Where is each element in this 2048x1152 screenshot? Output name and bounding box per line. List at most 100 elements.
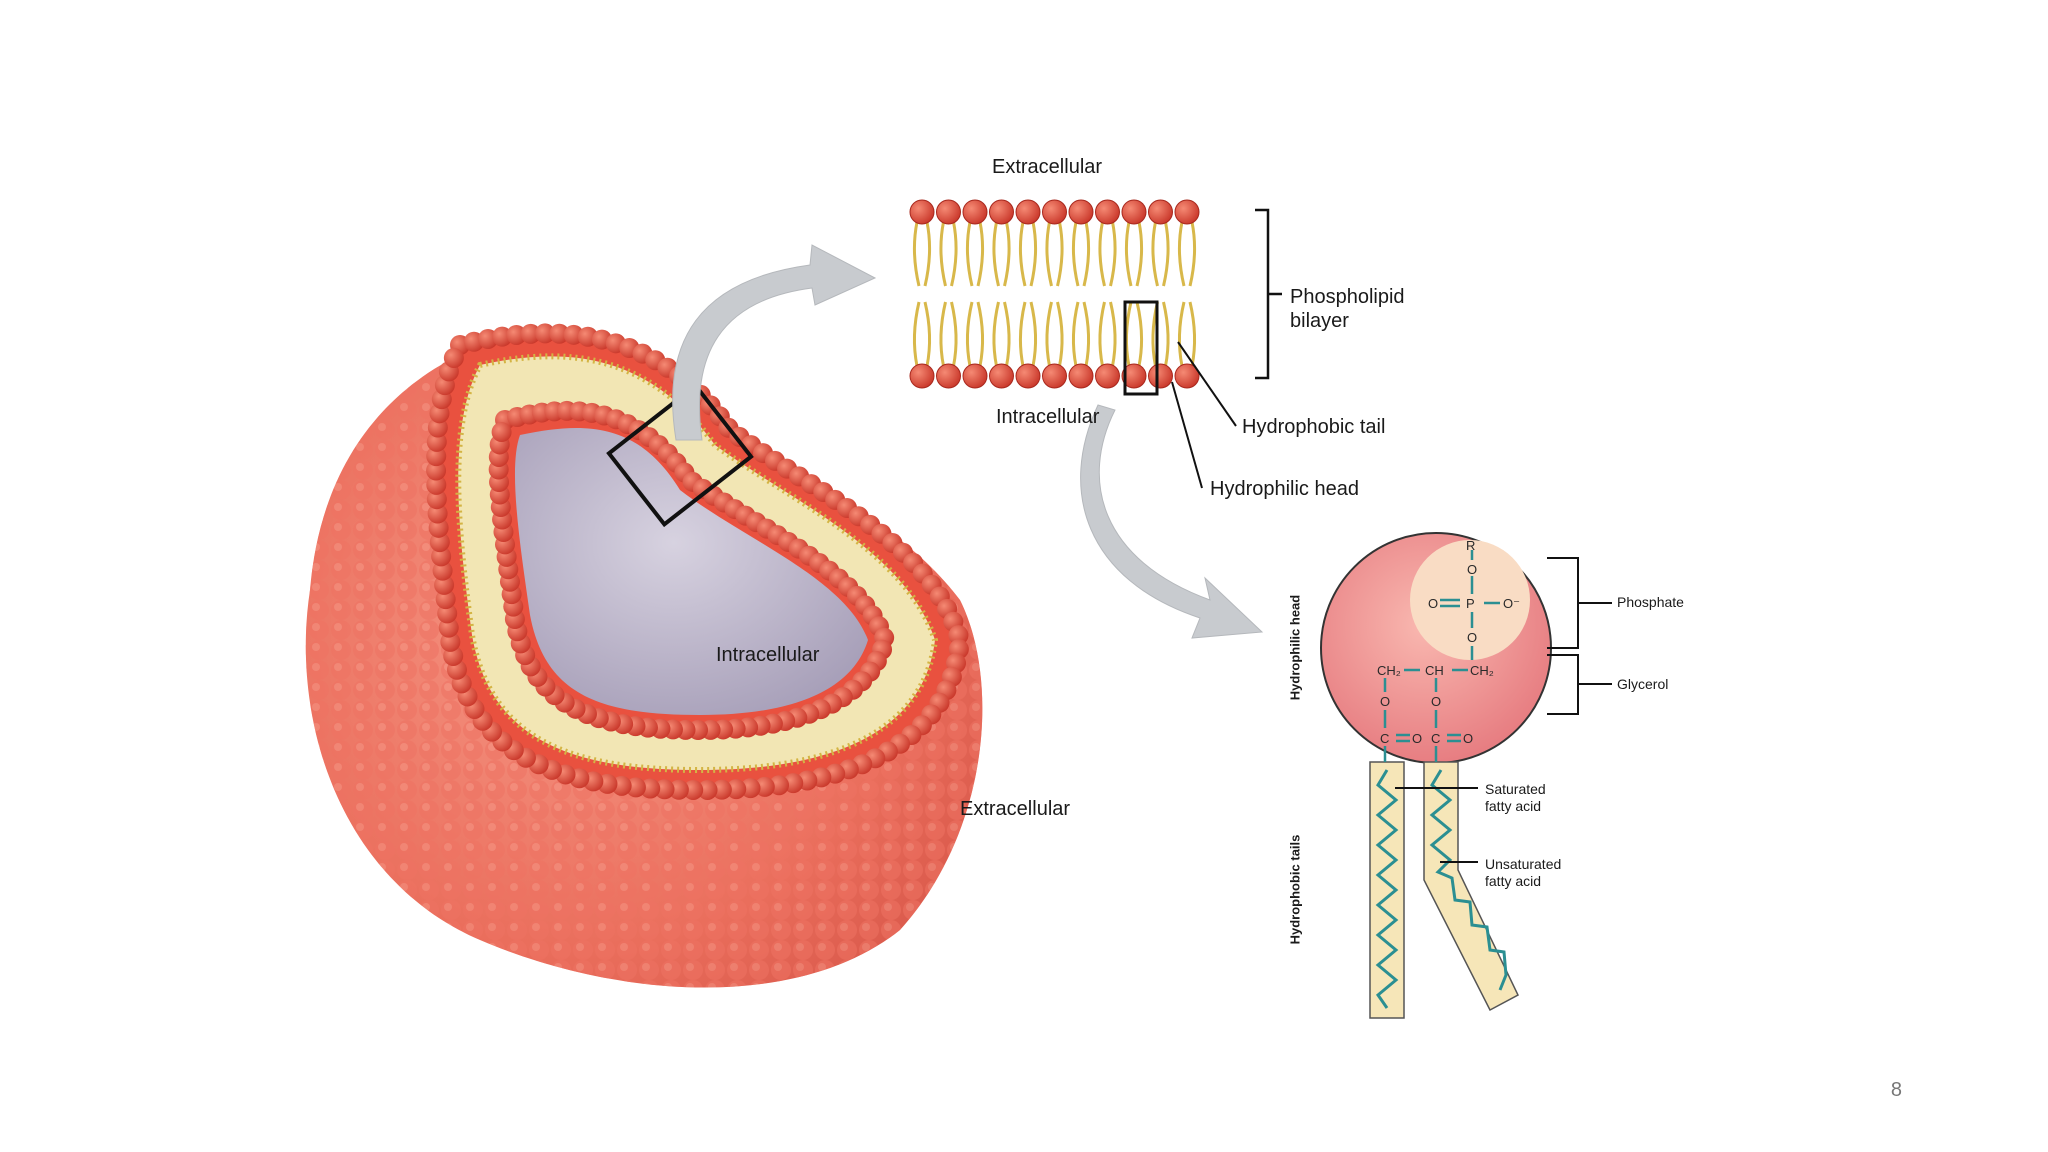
label-intracellular-bilayer: Intracellular: [996, 406, 1100, 428]
membrane-head-bead: [740, 778, 761, 799]
lipid-tail: [1082, 221, 1091, 287]
lipid-head: [1121, 363, 1147, 389]
chem-ch: CH: [1425, 663, 1444, 678]
saturated-tail-box: [1369, 761, 1405, 1019]
membrane-head-bead: [426, 431, 447, 452]
lipid-tail: [1124, 301, 1133, 367]
lipid-tail: [1056, 301, 1064, 367]
label-intracellular-cell: Intracellular: [716, 644, 820, 666]
membrane-head-bead: [426, 489, 447, 510]
lipid-tail: [950, 221, 958, 287]
lipid-tail: [1135, 301, 1144, 367]
page-number: 8: [1890, 1079, 1902, 1101]
lipid-head: [1095, 199, 1120, 225]
membrane-head-bead: [426, 474, 447, 495]
lipid-head: [1042, 199, 1067, 225]
cell-cutaway: [305, 323, 983, 988]
label-hydrophilic-head-vertical: Hydrophilic head: [1287, 594, 1303, 701]
lipid-head: [1015, 363, 1041, 389]
bonds: [1383, 550, 1500, 762]
chem-c-left: C: [1380, 731, 1389, 746]
label-phospholipid: Phospholipid: [1290, 286, 1405, 308]
lipid-head: [909, 363, 935, 389]
lipid-tail: [992, 221, 1000, 287]
label-extracellular-cell: Extracellular: [960, 798, 1071, 820]
saturated-chain: [1375, 769, 1399, 1009]
lipid-head: [1015, 199, 1041, 225]
chem-c-right: C: [1431, 731, 1440, 746]
membrane-head-bead: [426, 446, 447, 467]
membrane-head-bead: [683, 779, 704, 800]
lipid-head: [1148, 199, 1173, 225]
membrane-head-bead: [948, 625, 969, 646]
chem-o-minus: O⁻: [1503, 596, 1520, 611]
label-saturated-fatty-acid: fatty acid: [1485, 798, 1542, 814]
membrane-head-bead: [726, 779, 747, 800]
phospholipid-molecule: R O O P O⁻ O CH₂ CH CH₂ O O C O C O: [1320, 532, 1612, 1019]
lipid-tail: [1177, 301, 1186, 367]
lipid-tail: [923, 221, 932, 287]
lipid-tail: [1071, 221, 1080, 287]
lipid-tail: [1018, 221, 1027, 287]
unsaturated-chain: [1429, 769, 1508, 991]
lipid-tail: [1029, 301, 1038, 367]
lipid-tail: [976, 301, 985, 367]
glycerol-bracket: [1547, 654, 1612, 715]
label-hydrophobic-tails-vertical: Hydrophobic tails: [1287, 834, 1303, 945]
membrane-head-bead: [520, 323, 541, 344]
lipid-head: [962, 363, 988, 389]
lipid-head: [936, 199, 961, 225]
bilayer-highlight-box: [1123, 300, 1159, 396]
label-extracellular-top: Extracellular: [992, 156, 1103, 178]
chem-o-bottom: O: [1467, 630, 1477, 645]
lipid-tail: [912, 301, 921, 367]
lipid-tail: [1135, 221, 1144, 287]
lipid-tail: [1162, 221, 1170, 287]
lipid-head: [909, 199, 935, 225]
lipid-tail: [1188, 221, 1197, 287]
lipid-tail: [965, 301, 974, 367]
bilayer-bracket: [1255, 208, 1282, 380]
membrane-head-bead: [428, 517, 449, 538]
label-saturated: Saturated: [1485, 781, 1546, 797]
label-hydrophobic-tail: Hydrophobic tail: [1242, 416, 1386, 438]
lipid-head: [1174, 363, 1200, 389]
lipid-head: [1174, 199, 1200, 225]
lipid-tail: [923, 301, 932, 367]
lipid-tail: [965, 221, 974, 287]
lipid-tail: [1098, 221, 1106, 287]
lipid-head: [1121, 199, 1147, 225]
label-unsaturated: Unsaturated: [1485, 856, 1562, 872]
lipid-head: [989, 199, 1014, 225]
chem-o-carbonyl-left: O: [1412, 731, 1422, 746]
membrane-head-bead: [426, 460, 447, 481]
lipid-tail: [939, 301, 947, 367]
membrane-head-bead: [443, 347, 464, 368]
lipid-tail: [1071, 301, 1080, 367]
lipid-tail: [939, 221, 947, 287]
lipid-head: [1042, 363, 1067, 389]
callout-box: [606, 382, 754, 528]
chem-o-right: O: [1431, 694, 1441, 709]
lipid-tail: [992, 301, 1000, 367]
label-glycerol: Glycerol: [1617, 676, 1669, 692]
membrane-head-bead: [427, 503, 448, 524]
lipid-tail: [1045, 221, 1053, 287]
lipid-head: [1095, 363, 1120, 389]
phosphate-region: [1410, 540, 1530, 660]
lipid-tail: [1098, 301, 1106, 367]
chem-ch2-left: CH₂: [1377, 663, 1401, 678]
tail-leader: [1177, 341, 1237, 427]
membrane-head-bead: [535, 323, 556, 344]
lipid-tail: [1018, 301, 1027, 367]
lipid-head: [989, 363, 1014, 389]
chem-o-double: O: [1428, 596, 1438, 611]
lipid-tail: [1003, 221, 1011, 287]
chem-o-left: O: [1380, 694, 1390, 709]
lipid-tail: [1056, 221, 1064, 287]
lipid-tail: [1151, 221, 1159, 287]
membrane-head-bead: [506, 324, 527, 345]
lipid-tail: [1003, 301, 1011, 367]
